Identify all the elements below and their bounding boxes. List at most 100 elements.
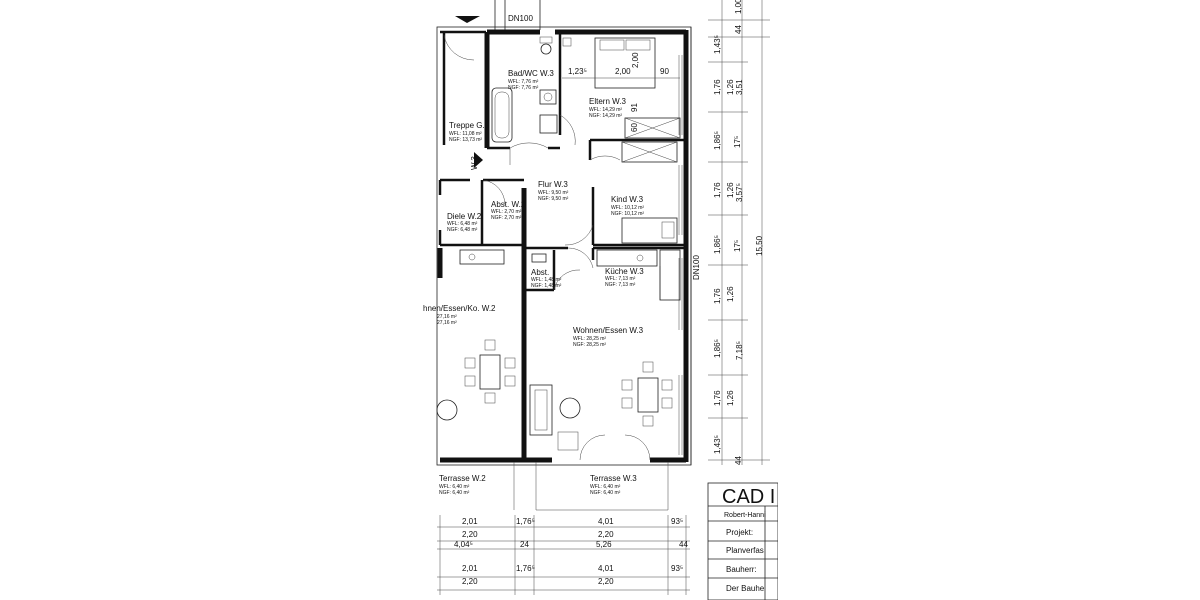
room-wohnen2-name: hnen/Essen/Ko. W.2 (423, 304, 496, 313)
inner-dim: 2,00 (631, 52, 640, 68)
right-dim-outer: 1,86⁵ (713, 235, 722, 254)
title-block-address: Robert-Hanni (724, 512, 766, 519)
room-terr3-wfl: WFL: 6,40 m² (590, 484, 621, 490)
inner-dim: 60 (630, 123, 639, 132)
room-treppe-name: Treppe G. (449, 121, 485, 130)
room-treppe-wfl: WFL: 11,08 m² (449, 131, 482, 137)
right-dim-outer: 1,43⁵ (713, 435, 722, 454)
right-dimensions: 1,00 44 1,43⁵ 1,76 1,86⁵ 1,76 1,86⁵ 1,76… (708, 0, 770, 465)
windows (678, 55, 683, 455)
right-dim-outer: 1,76 (713, 79, 722, 95)
room-diele2-wfl: WFL: 6,48 m² (447, 221, 478, 227)
room-bad-name: Bad/WC W.3 (508, 69, 554, 78)
right-dim-outer: 1,76 (713, 390, 722, 406)
room-treppe-ngf: NGF: 13,73 m² (449, 137, 482, 143)
room-flur-name: Flur W.3 (538, 180, 568, 189)
room-abst3-wfl: WFL: 1,48 m² (531, 277, 562, 283)
right-dim-outer: 1,86⁵ (713, 131, 722, 150)
right-dim-inner: 3,57⁵ (735, 183, 744, 202)
bottom-dim: 93⁵ (671, 517, 683, 526)
room-terr2-wfl: WFL: 6,40 m² (439, 484, 470, 490)
unit-entry-arrow-icon (474, 152, 483, 168)
drainpipe-label-top: DN100 (508, 14, 533, 23)
bottom-dim: 1,76⁵ (516, 517, 535, 526)
bottom-dim: 5,26 (596, 540, 612, 549)
room-terr3-name: Terrasse W.3 (590, 474, 637, 483)
bottom-dim: 4,01 (598, 564, 614, 573)
bottom-dim: 2,01 (462, 564, 478, 573)
room-wohnen3-ngf: NGF: 28,25 m² (573, 342, 606, 348)
right-dim-outer: 44 (734, 25, 743, 34)
title-block-heading: CAD I (722, 486, 775, 508)
room-wohnen2-wfl: 27,16 m² (437, 314, 457, 320)
room-diele2-name: Diele W.2 (447, 212, 482, 221)
room-kueche-wfl: WFL: 7,13 m² (605, 276, 636, 282)
room-abst3-name: Abst. (531, 268, 549, 277)
room-abst2-name: Abst. W.2 (491, 200, 526, 209)
bottom-dim: 2,20 (462, 577, 478, 586)
bottom-dim: 2,20 (598, 530, 614, 539)
bottom-dim: 1,76⁵ (516, 564, 535, 573)
right-dim-inner: 1,26 (726, 182, 735, 198)
room-kueche-name: Küche W.3 (605, 267, 644, 276)
right-dim-inner: 1,26 (726, 286, 735, 302)
room-eltern-wfl: WFL: 14,29 m² (589, 107, 622, 113)
bottom-dim: 4,01 (598, 517, 614, 526)
room-kind-name: Kind W.3 (611, 195, 644, 204)
room-diele2-ngf: NGF: 6,48 m² (447, 227, 478, 233)
doors (443, 34, 651, 461)
room-kind-ngf: NGF: 10,12 m² (611, 211, 644, 217)
bottom-dimensions: 2,01 1,76⁵ 4,01 93⁵ 2,20 2,20 4,04⁵ 24 5… (437, 515, 690, 595)
right-dim-outer: 1,43⁵ (713, 35, 722, 54)
room-flur-wfl: WFL: 9,50 m² (538, 190, 569, 196)
bottom-dim: 44 (679, 540, 688, 549)
bottom-dim: 2,20 (462, 530, 478, 539)
inner-dim: 2,00 (615, 67, 631, 76)
right-dim-inner: 3,51 (735, 79, 744, 95)
title-block-planverfasser: Planverfas (726, 546, 764, 555)
room-wohnen3-wfl: WFL: 28,25 m² (573, 336, 606, 342)
room-kind-wfl: WFL: 10,12 m² (611, 205, 644, 211)
inner-dim: 90 (660, 67, 669, 76)
room-terr2-name: Terrasse W.2 (439, 474, 486, 483)
right-dim-inner: 17⁵ (733, 136, 742, 148)
stair-arrow-icon (455, 16, 480, 23)
right-dim-outer: 1,76 (713, 288, 722, 304)
bottom-dim: 2,01 (462, 517, 478, 526)
right-dim-inner: 7,18⁵ (735, 341, 744, 360)
bottom-dim: 93⁵ (671, 564, 683, 573)
title-block-projekt: Projekt: (726, 528, 753, 537)
room-terr2-ngf: NGF: 6,40 m² (439, 490, 470, 496)
right-dim-inner: 1,26 (726, 79, 735, 95)
room-eltern-name: Eltern W.3 (589, 97, 626, 106)
room-labels: Bad/WC W.3 WFL: 7,76 m² NGF: 7,76 m² Elt… (423, 69, 644, 496)
bottom-dim: 24 (520, 540, 529, 549)
room-abst2-wfl: WFL: 2,70 m² (491, 209, 522, 215)
furniture (436, 36, 681, 451)
room-kueche-ngf: NGF: 7,13 m² (605, 282, 636, 288)
title-block-bauherr: Bauherr: (726, 565, 757, 574)
right-dim-outer: 1,00 (734, 0, 743, 14)
room-wohnen2-ngf: 27,16 m² (437, 320, 457, 326)
room-bad-wfl: WFL: 7,76 m² (508, 79, 539, 85)
right-dim-total: 15,50 (755, 235, 764, 256)
title-block-bauherr2: Der Bauhe (726, 584, 765, 593)
inner-dim: 1,23⁵ (568, 67, 587, 76)
room-abst3-ngf: NGF: 1,48 m² (531, 283, 562, 289)
bottom-dim: 4,04⁵ (454, 540, 473, 549)
room-flur-ngf: NGF: 9,50 m² (538, 196, 569, 202)
unit-marker: W.3 (470, 156, 479, 170)
inner-dimensions: 1,23⁵ 2,00 2,00 90 91 60 (562, 52, 680, 132)
room-wohnen3-name: Wohnen/Essen W.3 (573, 326, 644, 335)
walls (437, 29, 689, 463)
room-abst2-ngf: NGF: 2,70 m² (491, 215, 522, 221)
room-terr3-ngf: NGF: 6,40 m² (590, 490, 621, 496)
room-bad-ngf: NGF: 7,76 m² (508, 85, 539, 91)
bottom-dim: 2,20 (598, 577, 614, 586)
right-dim-inner: 17⁵ (733, 240, 742, 252)
right-dim-inner: 1,26 (726, 390, 735, 406)
right-dim-outer: 44 (734, 456, 743, 465)
right-dim-outer: 1,76 (713, 182, 722, 198)
right-dim-outer: 1,86⁵ (713, 339, 722, 358)
